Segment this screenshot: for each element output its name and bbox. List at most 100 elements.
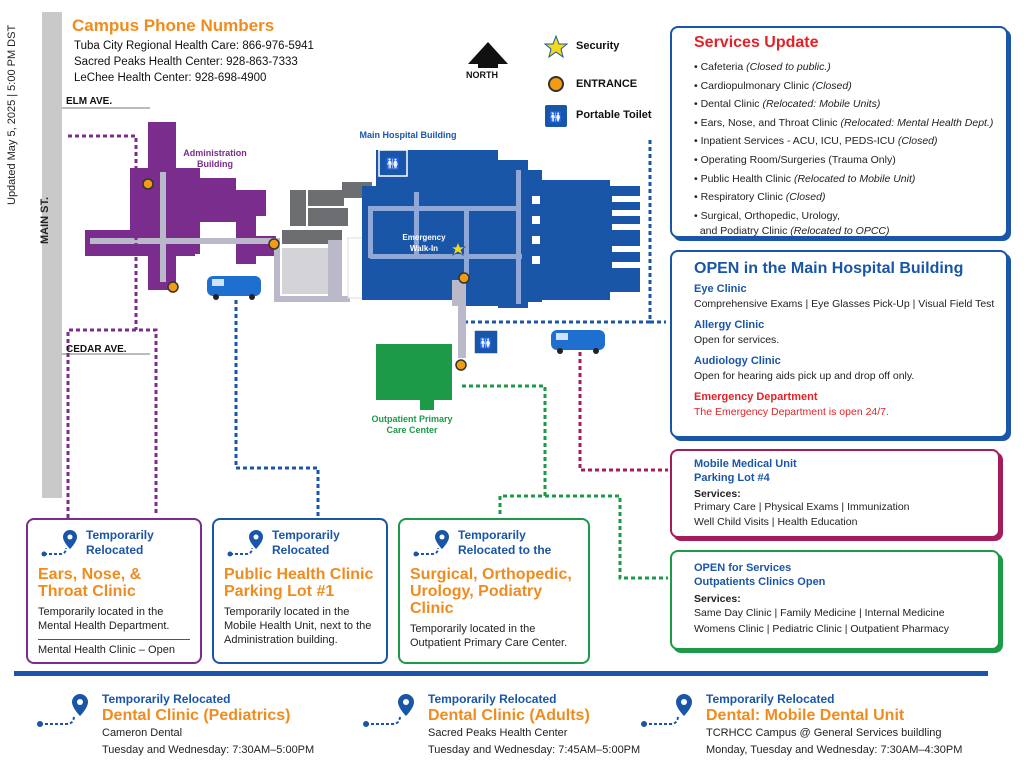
section-divider — [14, 671, 988, 676]
dental-location: Sacred Peaks Health Center — [428, 727, 568, 739]
outpatient-services-label: Services: — [694, 593, 741, 605]
mobile-unit-panel: Mobile Medical Unit Parking Lot #4 Servi… — [670, 449, 1000, 538]
dental-location: Cameron Dental — [102, 727, 183, 739]
entrance-legend-icon — [548, 76, 564, 92]
dental-hours: Tuesday and Wednesday: 7:30AM–5:00PM — [102, 744, 315, 756]
card-text: Temporarily located in the Outpatient Pr… — [410, 623, 568, 649]
dental-name: Dental: Mobile Dental Unit — [706, 707, 905, 724]
service-name: and Podiatry Clinic — [694, 225, 788, 238]
service-name: • Ears, Nose, and Throat Clinic — [694, 116, 838, 129]
outpatient-services-line: Womens Clinic | Pediatric Clinic | Outpa… — [694, 623, 950, 635]
phone-lechee: LeChee Health Center: 928-698-4900 — [74, 72, 267, 84]
path-surgical — [462, 384, 547, 516]
card-text: Temporarily located in the Mobile Health… — [224, 606, 372, 646]
dental-hours: Tuesday and Wednesday: 7:45AM–5:00PM — [428, 744, 641, 756]
service-status: (Closed) — [809, 79, 852, 92]
path-main-hospital — [466, 140, 666, 324]
svg-text:🚻: 🚻 — [386, 157, 401, 171]
services-update-list: • Cafeteria (Closed to public.)• Cardiop… — [694, 58, 1006, 238]
card-clinic-name: Surgical, Orthopedic, Urology, Podiatry … — [410, 566, 572, 617]
card-header: Temporarily Relocated — [272, 528, 340, 557]
mobile-unit-services-line: Primary Care | Physical Exams | Immuniza… — [694, 501, 910, 513]
outpatient-open-panel: OPEN for Services Outpatients Clinics Op… — [670, 550, 1000, 650]
dental-location: TCRHCC Campus @ General Services buildli… — [706, 727, 942, 739]
path-public-health — [234, 300, 320, 516]
annex-buildings — [282, 182, 372, 244]
dental-pediatrics-block: Temporarily Relocated Dental Clinic (Ped… — [36, 692, 356, 759]
card-header: Temporarily Relocated — [86, 528, 154, 557]
legend-entrance: ENTRANCE — [576, 78, 638, 90]
cedar-ave-label: CEDAR AVE. — [66, 344, 127, 355]
mobile-unit-vehicle-icon — [551, 330, 605, 354]
outpatient-label: Outpatient Primary Care Center — [371, 414, 453, 435]
services-update-item: • Cafeteria (Closed to public.) — [694, 58, 1006, 77]
elm-ave-street — [62, 94, 154, 108]
service-name: • Respiratory Clinic — [694, 191, 783, 204]
mobile-unit-services-label: Services: — [694, 488, 741, 500]
entrance-markers — [142, 178, 470, 371]
services-update-title: Services Update — [694, 34, 819, 51]
mobile-unit-services-line: Well Child Visits | Health Education — [694, 516, 858, 528]
surgical-relocated-card: Temporarily Relocated to the Surgical, O… — [398, 518, 590, 664]
portable-toilet-icon: 🚻 — [378, 149, 408, 177]
north-arrow-icon — [468, 42, 508, 64]
legend-security: Security — [576, 40, 620, 52]
security-star-icon — [449, 240, 467, 256]
north-label: NORTH — [466, 70, 498, 80]
dental-name: Dental Clinic (Pediatrics) — [102, 707, 291, 724]
svg-text:🚻: 🚻 — [549, 111, 563, 124]
service-status: (Relocated: Mental Health Dept.) — [837, 116, 994, 129]
dental-header: Temporarily Relocated — [102, 692, 231, 706]
elm-ave-label: ELM AVE. — [66, 96, 113, 107]
services-update-item: • Cardiopulmonary Clinic (Closed) — [694, 77, 1006, 96]
service-status: (Relocated to Mobile Unit) — [791, 172, 916, 185]
open-main-hospital-panel: OPEN in the Main Hospital Building Eye C… — [670, 250, 1008, 438]
svg-text:🚻: 🚻 — [479, 337, 493, 350]
location-pin-icon — [641, 694, 692, 727]
card-clinic-name: Public Health Clinic Parking Lot #1 — [224, 566, 374, 600]
dental-hours: Monday, Tuesday and Wednesday: 7:30AM–4:… — [706, 744, 963, 756]
card-clinic-name: Ears, Nose, & Throat Clinic — [38, 566, 142, 600]
allergy-clinic-desc: Open for services. — [694, 334, 780, 346]
service-name: • Cafeteria — [694, 61, 744, 73]
service-name: • Inpatient Services - ACU, ICU, PEDS-IC… — [694, 135, 895, 148]
services-update-item: and Podiatry Clinic (Relocated to OPCC) — [694, 225, 1006, 238]
eye-clinic-title: Eye Clinic — [694, 283, 747, 295]
service-status: (Closed) — [894, 135, 938, 148]
services-update-item: • Ears, Nose, and Throat Clinic (Relocat… — [694, 114, 1006, 133]
audiology-clinic-desc: Open for hearing aids pick up and drop o… — [694, 370, 915, 382]
service-status: (Closed) — [782, 191, 826, 204]
phone-title: Campus Phone Numbers — [72, 16, 275, 35]
eye-clinic-desc: Comprehensive Exams | Eye Glasses Pick-U… — [694, 298, 995, 310]
dental-header: Temporarily Relocated — [706, 692, 835, 706]
main-st-label: MAIN ST. — [39, 196, 51, 244]
mobile-unit-subtitle: Parking Lot #4 — [694, 472, 770, 484]
path-outpatient — [545, 494, 668, 580]
public-health-relocated-card: Temporarily Relocated Public Health Clin… — [212, 518, 388, 664]
location-pin-icon — [413, 530, 449, 557]
dental-adults-block: Temporarily Relocated Dental Clinic (Adu… — [362, 692, 662, 759]
location-pin-icon — [363, 694, 414, 727]
services-update-item: • Public Health Clinic (Relocated to Mob… — [694, 170, 1006, 189]
service-name: • Public Health Clinic — [694, 172, 792, 185]
card-header: Temporarily Relocated to the — [458, 528, 552, 557]
location-pin-icon — [227, 530, 263, 557]
main-hospital-label: Main Hospital Building — [359, 130, 457, 140]
open-main-title: OPEN in the Main Hospital Building — [694, 260, 964, 277]
service-status: (Closed to public.) — [743, 61, 831, 73]
services-update-item: • Respiratory Clinic (Closed) — [694, 188, 1006, 207]
toilet-legend-icon — [545, 105, 567, 127]
outpatient-building — [376, 344, 452, 410]
emergency-dept-desc: The Emergency Department is open 24/7. — [694, 406, 889, 418]
service-name: • Operating Room/Surgeries (Trauma Only) — [694, 153, 896, 166]
legend-toilet: Portable Toilet — [576, 109, 652, 121]
emergency-dept-title: Emergency Department — [694, 391, 818, 403]
service-status: (Relocated to OPCC) — [787, 225, 890, 238]
dental-name: Dental Clinic (Adults) — [428, 707, 590, 724]
phone-sacred-peaks: Sacred Peaks Health Center: 928-863-7333 — [74, 56, 298, 68]
location-pin-icon — [41, 530, 77, 557]
service-status: (Relocated: Mobile Units) — [759, 98, 881, 111]
service-name: • Dental Clinic — [694, 98, 760, 111]
portable-toilet-icon: 🚻 — [473, 329, 499, 355]
ent-relocated-card: Temporarily Relocated Ears, Nose, & Thro… — [26, 518, 202, 664]
